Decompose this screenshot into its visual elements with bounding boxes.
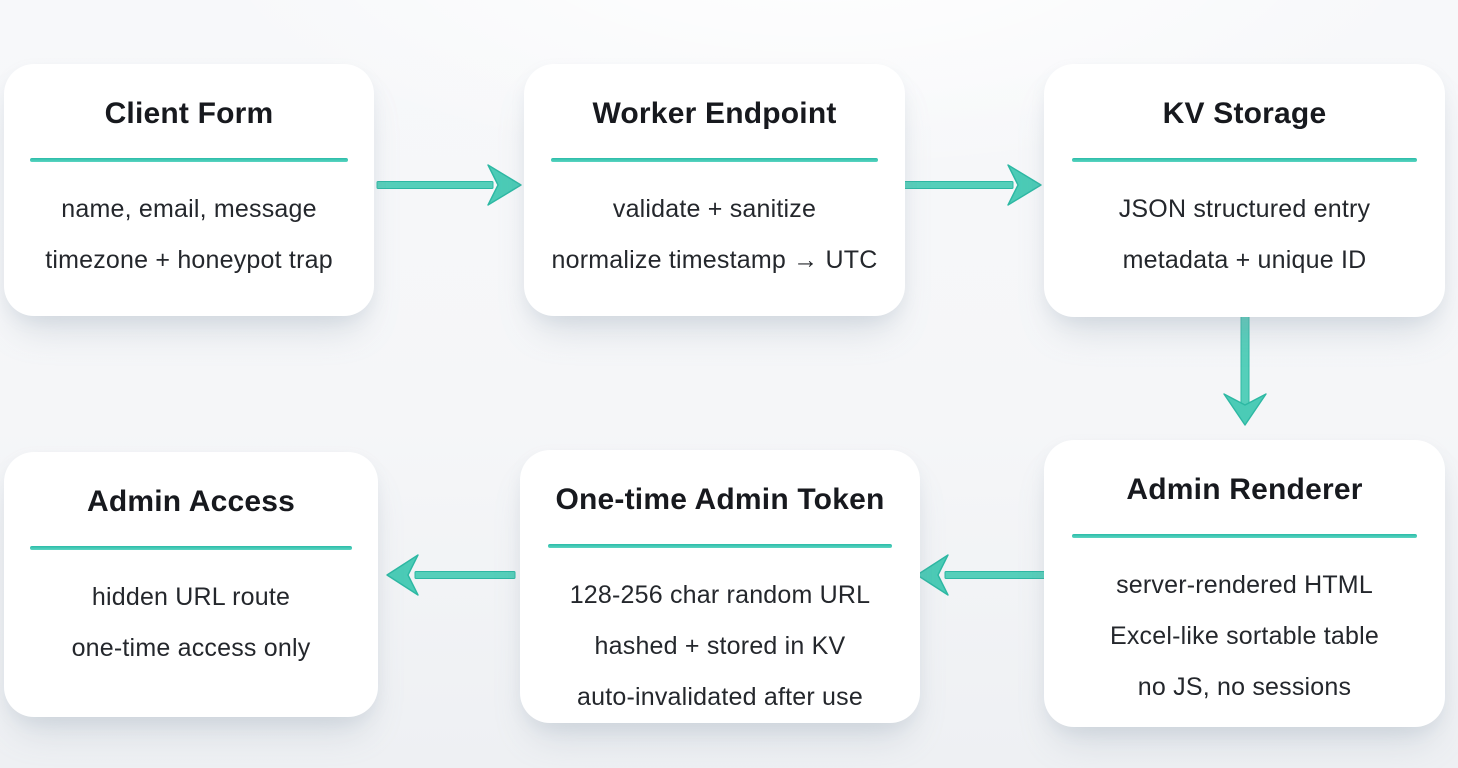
node-line: name, email, message xyxy=(61,195,317,223)
node-line: timezone + honeypot trap xyxy=(45,246,333,274)
node-kv-storage: KV Storage JSON structured entry metadat… xyxy=(1044,64,1445,317)
node-title: Worker Endpoint xyxy=(592,97,837,130)
node-one-time-admin-token: One-time Admin Token 128-256 char random… xyxy=(520,450,920,723)
node-title: One-time Admin Token xyxy=(555,483,885,516)
node-line: hashed + stored in KV xyxy=(594,632,846,660)
node-line: normalize timestamp → UTC xyxy=(551,246,878,274)
arrow-left-icon xyxy=(386,554,516,596)
node-title: KV Storage xyxy=(1162,97,1327,130)
node-body: JSON structured entry metadata + unique … xyxy=(1119,184,1371,286)
title-divider xyxy=(548,544,892,548)
node-line: one-time access only xyxy=(71,634,311,662)
node-body: hidden URL route one-time access only xyxy=(72,572,311,674)
arrow-right-icon xyxy=(896,164,1042,206)
connector-worker-endpoint-to-kv-storage xyxy=(896,163,1042,207)
node-line: 128-256 char random URL xyxy=(569,581,871,609)
arrow-right-icon xyxy=(376,164,522,206)
title-divider xyxy=(1072,534,1417,538)
node-line: validate + sanitize xyxy=(612,195,817,223)
node-title: Admin Access xyxy=(86,485,296,518)
node-body: server-rendered HTML Excel-like sortable… xyxy=(1110,560,1379,713)
title-divider xyxy=(30,546,352,550)
node-title: Client Form xyxy=(104,97,274,130)
title-divider xyxy=(29,158,349,162)
node-line: metadata + unique ID xyxy=(1122,246,1367,274)
arrow-left-icon xyxy=(916,554,1046,596)
node-admin-renderer: Admin Renderer server-rendered HTML Exce… xyxy=(1044,440,1445,727)
node-body: validate + sanitize normalize timestamp … xyxy=(552,184,878,286)
node-body: 128-256 char random URL hashed + stored … xyxy=(570,570,871,723)
connector-kv-storage-to-admin-renderer xyxy=(1222,316,1268,426)
connector-client-form-to-worker-endpoint xyxy=(376,163,522,207)
node-body: name, email, message timezone + honeypot… xyxy=(45,184,333,286)
title-divider xyxy=(1072,158,1417,162)
node-title: Admin Renderer xyxy=(1126,473,1363,506)
node-line: Excel-like sortable table xyxy=(1109,622,1379,650)
arrow-down-icon xyxy=(1223,316,1267,426)
node-line: JSON structured entry xyxy=(1118,195,1371,223)
connector-one-time-admin-token-to-admin-access xyxy=(386,553,516,597)
node-admin-access: Admin Access hidden URL route one-time a… xyxy=(4,452,378,717)
node-line: no JS, no sessions xyxy=(1137,673,1352,701)
connector-admin-renderer-to-one-time-admin-token xyxy=(916,553,1046,597)
node-worker-endpoint: Worker Endpoint validate + sanitize norm… xyxy=(524,64,905,316)
node-client-form: Client Form name, email, message timezon… xyxy=(4,64,374,316)
title-divider xyxy=(550,158,879,162)
node-line: auto-invalidated after use xyxy=(577,683,863,711)
node-line: hidden URL route xyxy=(91,583,291,611)
node-line: server-rendered HTML xyxy=(1116,571,1373,599)
